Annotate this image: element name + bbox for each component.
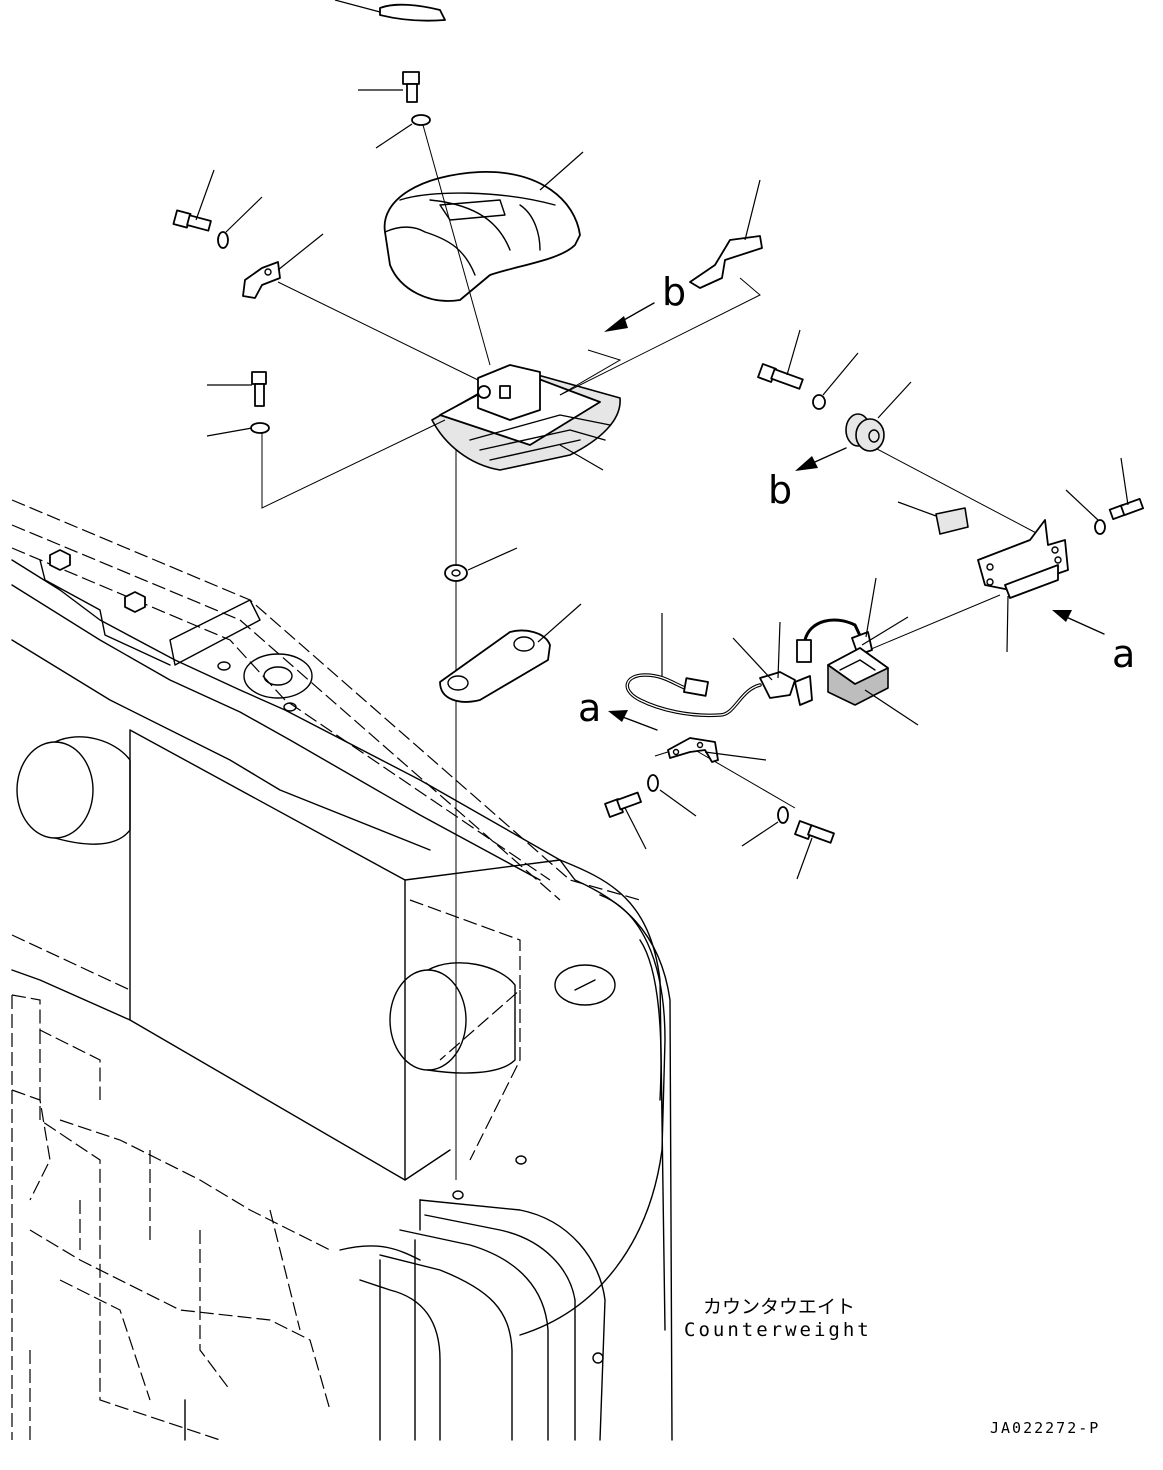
washer-lower-left — [647, 774, 697, 817]
counterweight-body — [11, 499, 673, 1441]
washer-right-upper — [812, 352, 859, 410]
grommet — [845, 381, 912, 452]
washer-top — [375, 114, 431, 149]
arrow-b-upper — [604, 302, 655, 332]
relay-bracket — [977, 519, 1069, 653]
bolt-top — [358, 71, 420, 103]
view-b-upper-label: b — [662, 270, 686, 314]
bracket-lower — [667, 737, 767, 763]
relay — [827, 616, 919, 726]
washer-right-far — [1065, 489, 1106, 535]
arrow-a-left — [608, 710, 658, 731]
bracket-left-upper — [242, 233, 324, 299]
view-b-lower-label: b — [768, 468, 792, 512]
pad — [897, 501, 969, 535]
top-cover-part — [334, 0, 446, 22]
hook-plate — [689, 179, 763, 289]
mounting-plate — [439, 603, 582, 703]
washer-lower-right — [741, 806, 789, 847]
washer-left-mid — [206, 422, 270, 437]
drawing-number: JA022272-P — [990, 1419, 1100, 1437]
bolt-lower-left — [604, 791, 647, 850]
bolt-right-far — [1108, 457, 1145, 520]
lamp-bracket — [431, 364, 621, 471]
view-a-left-label: a — [578, 686, 601, 730]
bolt-left-upper — [172, 169, 215, 232]
bolt-right-upper — [757, 329, 804, 390]
bolt-left-mid — [207, 371, 267, 407]
view-a-right-label: a — [1112, 632, 1135, 676]
nut-center — [444, 547, 518, 582]
counterweight-label-jp: カウンタウエイト — [703, 1296, 855, 1318]
counterweight-label-en: Counterweight — [684, 1319, 872, 1341]
washer-left-upper — [217, 196, 263, 249]
bolt-lower-right — [794, 820, 835, 880]
work-lamp-cover — [383, 151, 584, 302]
arrow-b-lower — [795, 447, 847, 471]
arrow-a-right — [1052, 610, 1105, 635]
